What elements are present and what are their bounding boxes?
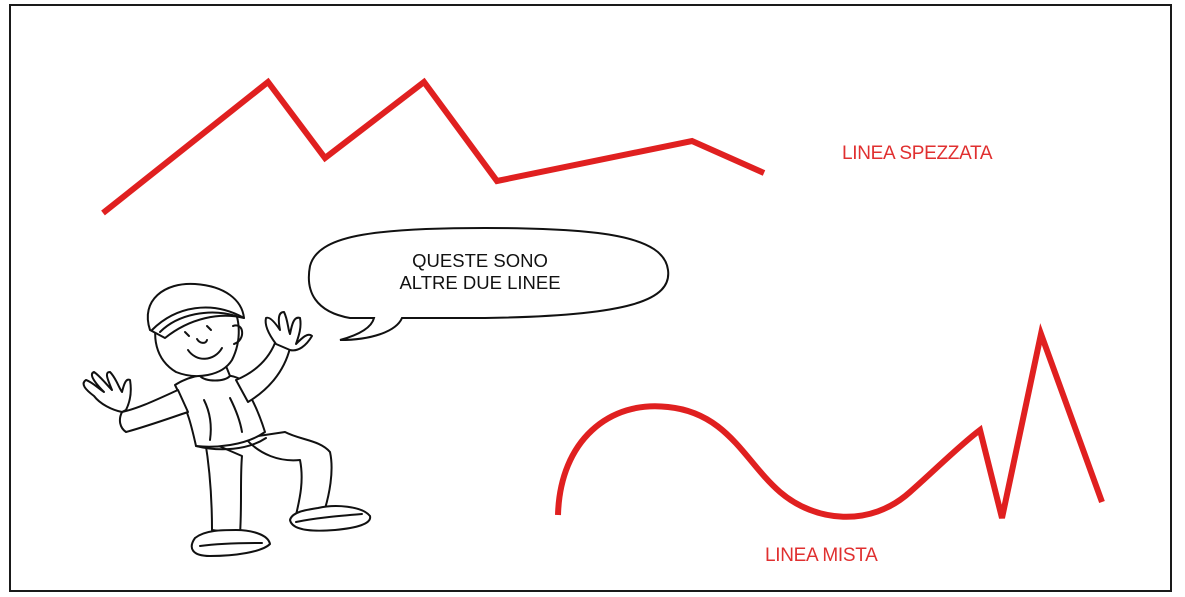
broken-line-label: LINEA SPEZZATA	[842, 143, 993, 164]
speech-bubble	[307, 226, 670, 341]
broken-line	[101, 77, 766, 216]
speech-bubble-text: QUESTE SONO ALTRE DUE LINEE	[330, 250, 630, 294]
speech-bubble-line-2: ALTRE DUE LINEE	[399, 272, 561, 293]
speech-bubble-line-1: QUESTE SONO	[412, 250, 548, 271]
cartoon-boy	[82, 282, 372, 557]
mixed-line-label: LINEA MISTA	[765, 545, 878, 566]
mixed-line	[555, 323, 1105, 520]
